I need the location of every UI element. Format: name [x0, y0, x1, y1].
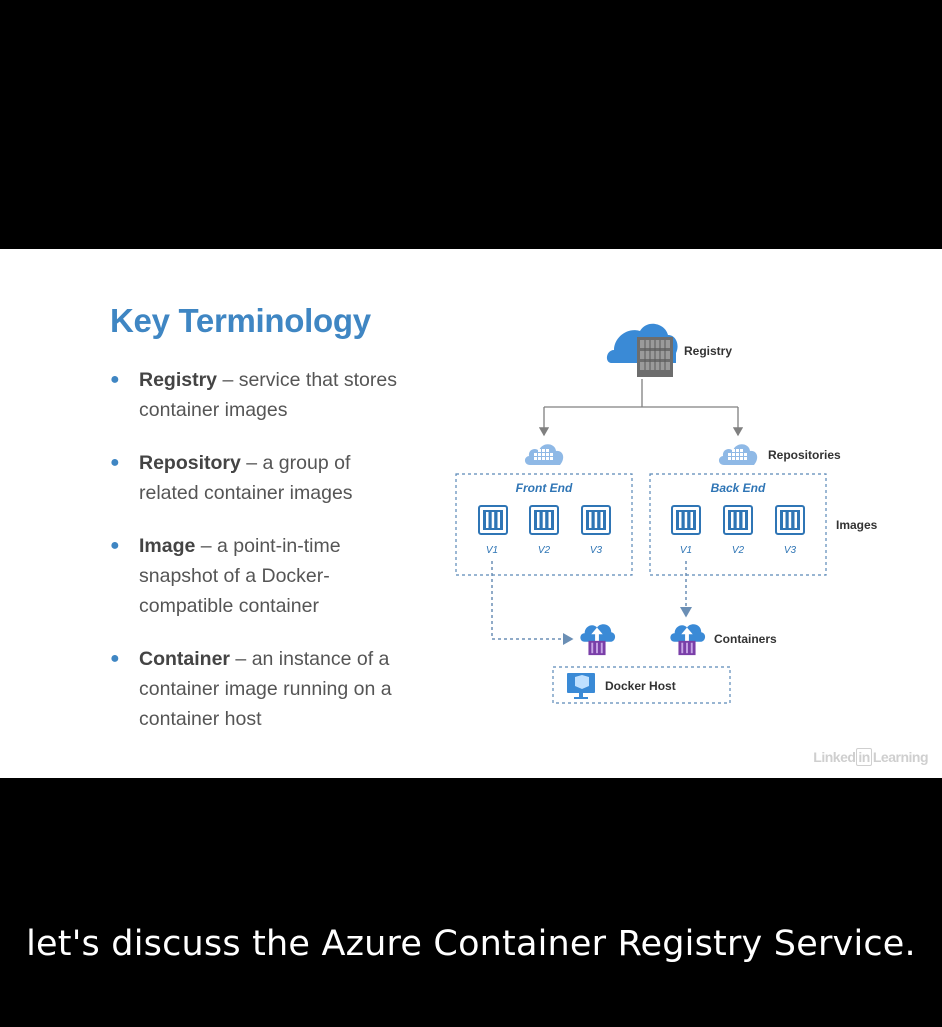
term-name: Registry [139, 369, 218, 391]
term-name: Container [139, 648, 231, 670]
bullet-icon: ● [110, 371, 120, 388]
watermark-text: Linked [813, 749, 856, 765]
bullet-icon: ● [110, 454, 120, 471]
watermark-logo: in [856, 748, 872, 766]
repository-name: Back End [711, 481, 766, 495]
slide-title: Key Terminology [110, 302, 371, 339]
terminology-list: ● Registry – service that stores contain… [110, 365, 410, 757]
term-definition: – a group of related container images [139, 452, 353, 504]
container-icon [580, 624, 616, 656]
term-item-registry: ● Registry – service that stores contain… [110, 365, 410, 425]
slide: Key Terminology ● Registry – service tha… [0, 249, 942, 778]
term-definition: – a point-in-time snapshot of a Docker-c… [139, 535, 341, 617]
docker-host-label: Docker Host [605, 679, 676, 693]
image-version: V2 [732, 545, 745, 556]
term-definition: – an instance of a container image runni… [139, 648, 392, 730]
registry-icon [606, 323, 678, 377]
image-icon [723, 505, 753, 535]
containers-label: Containers [714, 632, 777, 646]
docker-host-box [552, 666, 731, 704]
term-name: Image [139, 535, 196, 557]
image-icon [775, 505, 805, 535]
image-version: V3 [784, 545, 797, 556]
images-label: Images [836, 518, 878, 532]
term-definition: – service that stores container images [139, 369, 397, 421]
term-item-image: ● Image – a point-in-time snapshot of a … [110, 531, 410, 621]
image-icon [529, 505, 559, 535]
repository-name: Front End [516, 481, 573, 495]
repositories-label: Repositories [768, 448, 841, 462]
image-icon [478, 505, 508, 535]
image-icon [581, 505, 611, 535]
image-version: V1 [680, 545, 692, 556]
bullet-icon: ● [110, 537, 120, 554]
video-caption: let's discuss the Azure Container Regist… [26, 924, 916, 964]
image-icon [671, 505, 701, 535]
repository-icon-front-end [524, 444, 564, 465]
container-icon [670, 624, 706, 656]
registry-diagram: Registry Repositories Front End Back End… [455, 323, 878, 704]
image-version: V3 [590, 545, 603, 556]
term-item-repository: ● Repository – a group of related contai… [110, 448, 410, 508]
registry-label: Registry [684, 344, 732, 358]
watermark-text: Learning [872, 749, 929, 765]
term-name: Repository [139, 452, 241, 474]
term-item-container: ● Container – an instance of a container… [110, 644, 410, 734]
registry-connector [538, 379, 744, 437]
image-version: V2 [538, 545, 551, 556]
bullet-icon: ● [110, 650, 120, 667]
image-version: V1 [486, 545, 498, 556]
repository-icon-back-end [718, 444, 758, 465]
deploy-arrow-front-end [491, 561, 574, 645]
monitor-icon [567, 673, 595, 699]
